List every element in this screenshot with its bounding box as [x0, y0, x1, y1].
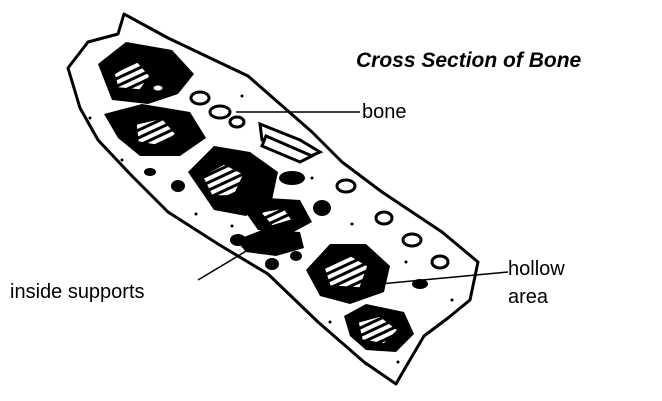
hollow-area-label-line1: hollow — [508, 257, 565, 281]
bone-label: bone — [362, 100, 407, 124]
hollow-area-label-line2: area — [508, 285, 548, 309]
inside-supports-label: inside supports — [10, 280, 145, 304]
diagram-title: Cross Section of Bone — [356, 49, 581, 73]
